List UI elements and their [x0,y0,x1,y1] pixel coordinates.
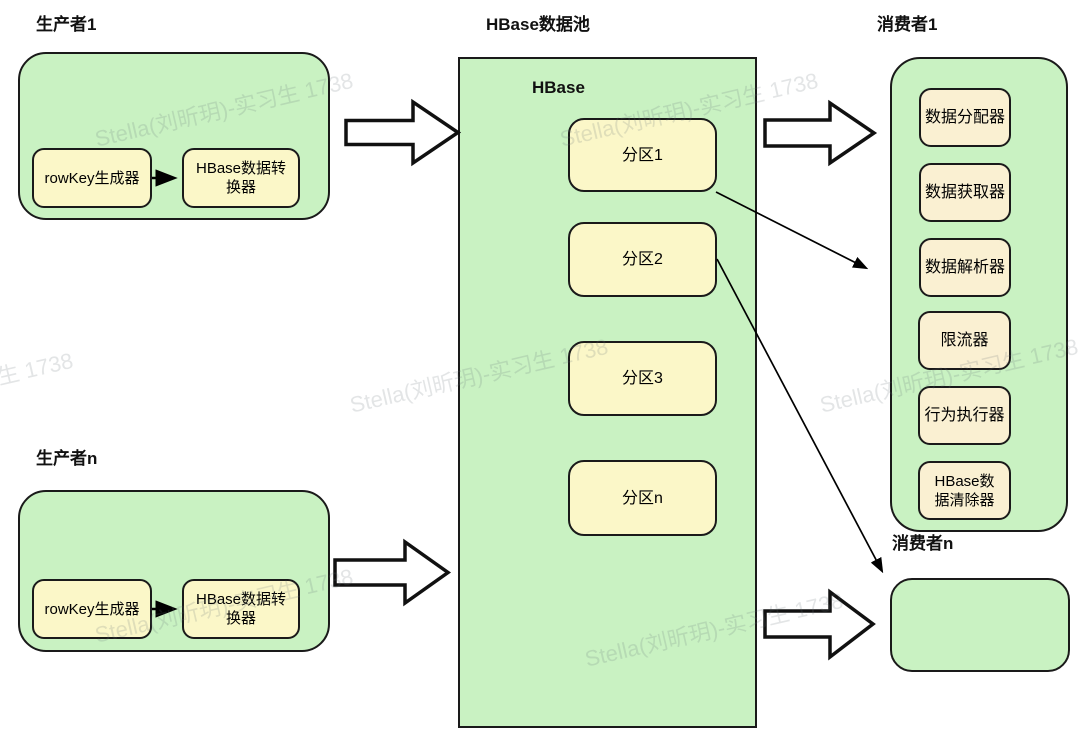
partition-3-box: 分区3 [568,341,717,416]
pool-title: HBase数据池 [486,15,590,34]
block-arrow-producer1-to-pool [344,98,462,167]
producer-n-rowkey-generator-box: rowKey生成器 [32,579,152,639]
partition-1-box: 分区1 [568,118,717,192]
data-parser-box: 数据解析器 [919,238,1011,297]
block-arrow-pool-to-consumer1 [763,99,878,167]
partition-2-box: 分区2 [568,222,717,297]
producer-1-rowkey-generator-box: rowKey生成器 [32,148,152,208]
consumer-n-label: 消费者n [892,534,954,553]
producer-1-label: 生产者1 [36,15,97,34]
block-arrow-producern-to-pool [333,538,452,607]
producer-1-hbase-converter-box: HBase数据转换器 [182,148,300,208]
pool-inner-label: HBase [532,78,585,97]
watermark-text: Stella(刘昕玥)-实习生 1738 [0,347,76,432]
action-executor-box: 行为执行器 [918,386,1011,445]
partition-n-box: 分区n [568,460,717,536]
block-arrow-pool-to-consumern [763,588,876,661]
data-fetcher-box: 数据获取器 [919,163,1011,222]
consumer-1-label: 消费者1 [877,15,938,34]
data-distributor-box: 数据分配器 [919,88,1011,147]
hbase-data-cleaner-box: HBase数据清除器 [918,461,1011,520]
rate-limiter-box: 限流器 [918,311,1011,370]
producer-n-label: 生产者n [36,449,98,468]
producer-n-hbase-converter-box: HBase数据转换器 [182,579,300,639]
consumer-n-box [890,578,1070,672]
